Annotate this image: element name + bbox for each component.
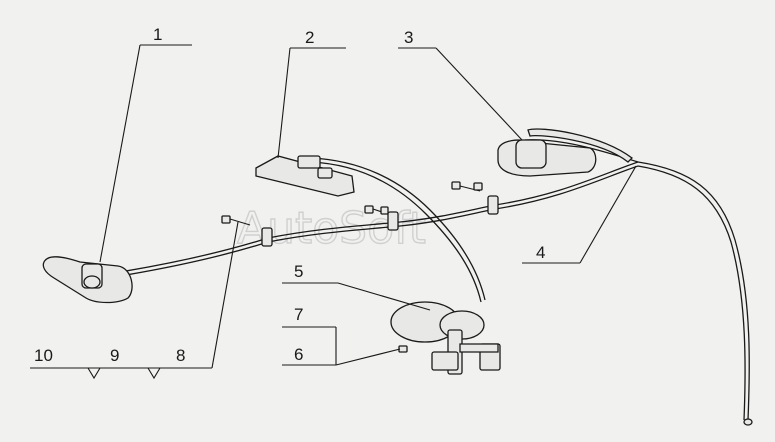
- callout-1: 1: [153, 25, 162, 44]
- clip-middle: [387, 211, 399, 231]
- callout-2-leader: [277, 47, 291, 159]
- main-harness-cable-inner: [119, 165, 639, 277]
- tail-cable-inner: [637, 165, 746, 421]
- tail-cable: [637, 161, 750, 421]
- callout-10: 10: [34, 346, 53, 365]
- callout-6-leader: [335, 348, 401, 366]
- callout-6: 6: [294, 345, 303, 364]
- callout-8-leader: [211, 221, 239, 369]
- callout-4-leader: [579, 165, 637, 264]
- callout-5-leader: [337, 282, 431, 311]
- callout-5: 5: [294, 262, 303, 281]
- bolt-lower: [398, 345, 408, 353]
- callout-7: 7: [294, 305, 303, 324]
- bolt-left: [221, 215, 251, 226]
- tail-cable-end: [743, 418, 753, 426]
- callout-2: 2: [305, 28, 314, 47]
- callout-3: 3: [404, 28, 413, 47]
- callout-8-tick: [147, 367, 161, 380]
- left-lamp: [42, 256, 133, 304]
- callout-3-leader: [435, 47, 523, 141]
- callout-8: 8: [176, 346, 185, 365]
- branch-cable-lamp-inner: [309, 161, 482, 303]
- callout-4: 4: [536, 243, 545, 262]
- reverse-lamp-assembly: [390, 301, 501, 375]
- callout-9-tick: [87, 367, 101, 380]
- clip-left: [261, 227, 273, 247]
- callout-1-leader: [99, 44, 141, 263]
- right-lamp: [497, 128, 633, 177]
- bolt-right: [451, 181, 483, 192]
- callout-9: 9: [110, 346, 119, 365]
- plate-lamp: [255, 155, 355, 197]
- clip-right: [487, 195, 499, 215]
- bolt-middle: [364, 205, 389, 215]
- main-harness-cable: [119, 161, 639, 273]
- branch-cable-lamp: [309, 157, 486, 301]
